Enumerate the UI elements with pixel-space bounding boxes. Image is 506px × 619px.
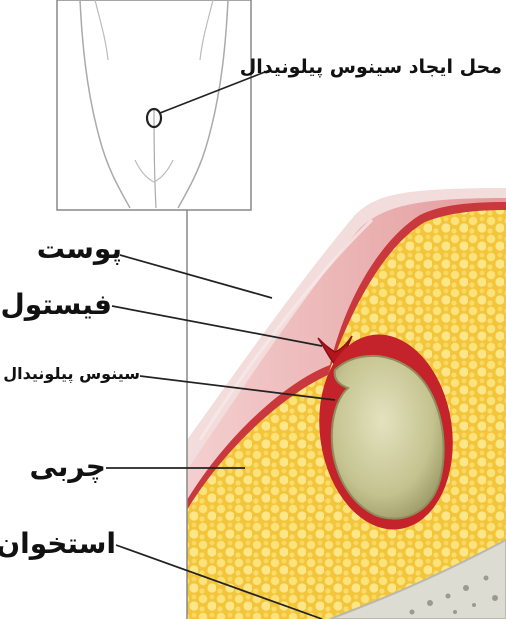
skin-label: پوست — [32, 232, 122, 265]
location-label: محل ایجاد سینوس پیلونیدال — [270, 56, 502, 78]
sinus-label: سینوس پیلونیدال — [3, 364, 140, 383]
fistula-label: فیستول — [16, 288, 112, 321]
anatomy-cross-section — [187, 180, 506, 619]
fat-label: چربی — [34, 450, 106, 483]
bone-label: استخوان — [4, 527, 116, 560]
body-location-inset — [57, 0, 251, 210]
